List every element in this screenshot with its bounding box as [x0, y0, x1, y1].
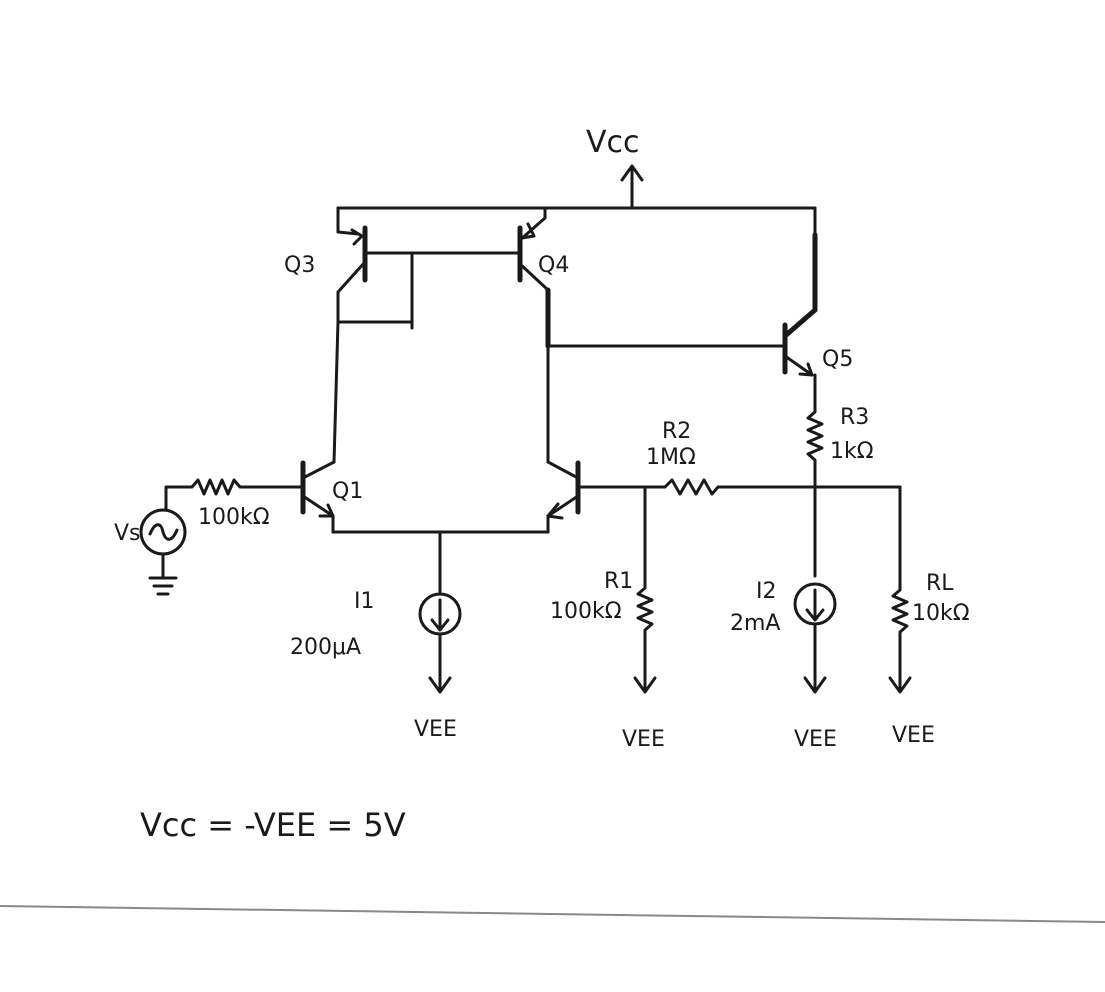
- supply-equation: Vcc = -VEE = 5V: [140, 806, 406, 844]
- resistor-rl: RL 10kΩ: [888, 571, 970, 694]
- q3-label: Q3: [284, 253, 315, 278]
- i1-value: 200μA: [290, 635, 361, 660]
- paper-edge: [0, 905, 1105, 923]
- wire-q3-q1: [332, 320, 340, 464]
- r2-value: 1MΩ: [646, 445, 696, 470]
- resistor-r1: R1 100kΩ: [550, 569, 657, 694]
- r3-value: 1kΩ: [830, 439, 874, 464]
- rl-value: 10kΩ: [912, 601, 970, 626]
- transistor-q5: Q5: [782, 232, 853, 400]
- resistor-r3: R3 1kΩ: [806, 396, 874, 490]
- transistor-q4: Q4: [517, 216, 569, 349]
- vee-label-rl: VEE: [892, 723, 935, 748]
- current-source-i1: I1 200μA: [290, 589, 462, 694]
- r1-value: 100kΩ: [550, 599, 622, 624]
- vee-label-r1: VEE: [622, 727, 665, 752]
- source-resistor: 100kΩ: [164, 478, 305, 530]
- transistor-q3: Q3: [284, 225, 522, 330]
- q4-label: Q4: [538, 253, 569, 278]
- vee-label-i1: VEE: [414, 717, 457, 742]
- r1-name: R1: [604, 569, 633, 594]
- vcc-label: Vcc: [586, 125, 640, 160]
- q1-label: Q1: [332, 479, 363, 504]
- vcc-rail: [336, 206, 817, 237]
- i2-name: I2: [756, 579, 777, 604]
- vcc-terminal: Vcc: [586, 125, 644, 210]
- source-resistor-value: 100kΩ: [198, 505, 270, 530]
- output-node: R2 1MΩ: [576, 419, 902, 582]
- q5-label: Q5: [822, 347, 853, 372]
- i2-value: 2mA: [730, 611, 780, 636]
- current-source-i2: I2 2mA: [730, 579, 837, 694]
- vee-label-i2: VEE: [794, 727, 837, 752]
- rl-name: RL: [926, 571, 954, 596]
- transistor-q2: [546, 460, 581, 534]
- r2-name: R2: [662, 419, 691, 444]
- vs-label: Vs: [114, 521, 141, 546]
- i1-name: I1: [354, 589, 375, 614]
- r3-name: R3: [840, 405, 869, 430]
- transistor-q1: Q1: [300, 460, 363, 534]
- voltage-source-vs: Vs: [114, 508, 187, 596]
